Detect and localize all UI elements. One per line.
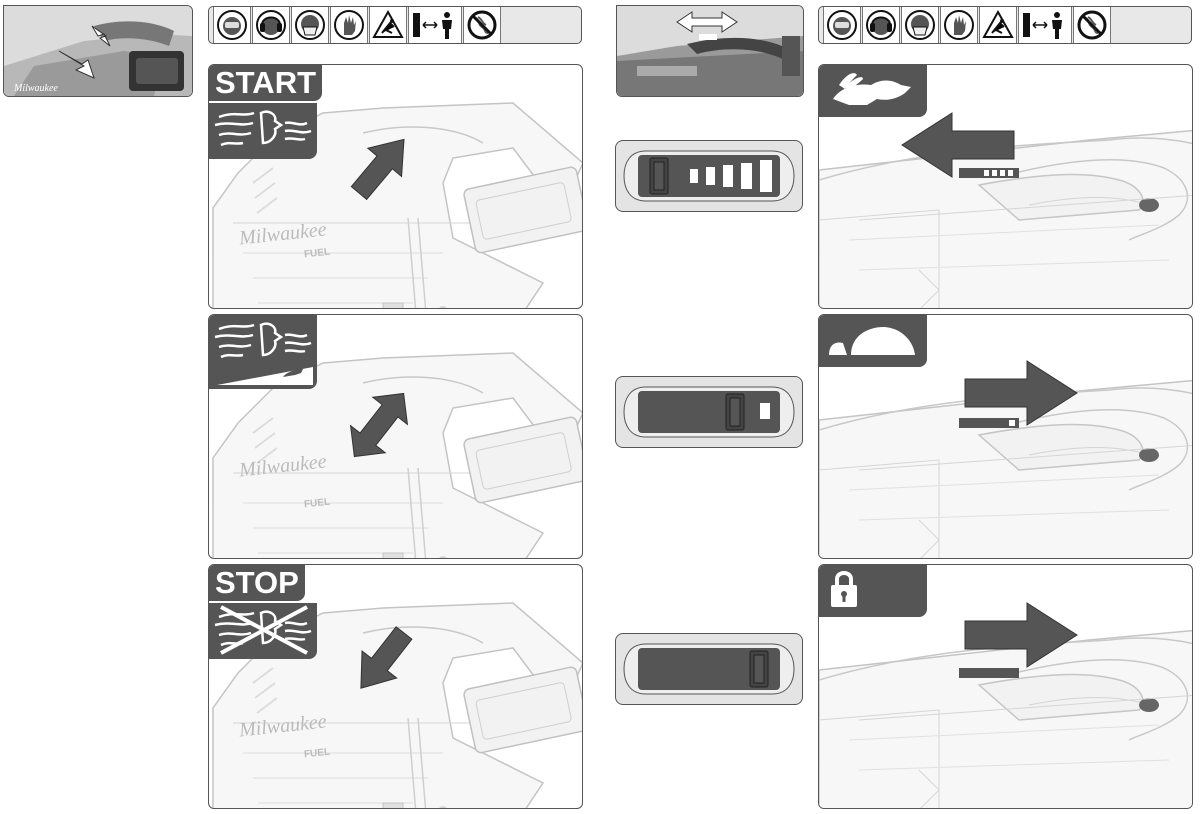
dust-mask-icon xyxy=(291,7,329,43)
low-speed-setting-panel xyxy=(818,314,1193,559)
ear-protection-icon xyxy=(252,7,290,43)
gloves-icon xyxy=(940,7,978,43)
high-speed-setting-panel xyxy=(818,64,1193,309)
stop-instruction-panel: STOP Milwaukee FUEL xyxy=(208,564,583,809)
gloves-icon xyxy=(330,7,368,43)
blowing-air-icon xyxy=(209,103,317,159)
no-loose-clothing-icon xyxy=(463,7,501,43)
ppe-icon-bar-right xyxy=(818,6,1192,44)
dust-mask-icon xyxy=(901,7,939,43)
no-loose-clothing-icon xyxy=(1073,7,1111,43)
fast-rabbit-icon xyxy=(819,65,927,117)
lock-icon xyxy=(819,565,927,617)
ppe-icon-bar-left xyxy=(208,6,582,44)
thumbnail-brand-text: Milwaukee xyxy=(13,83,58,94)
eye-protection-icon xyxy=(823,7,861,43)
slow-turtle-icon xyxy=(819,315,927,367)
switch-position-high-speed xyxy=(615,140,803,212)
flying-debris-warning-icon xyxy=(369,7,407,43)
no-blowing-air-icon xyxy=(209,603,317,659)
keep-bystanders-away-icon xyxy=(1018,7,1072,43)
variable-speed-panel: Milwaukee FUEL xyxy=(208,314,583,559)
switch-position-lock xyxy=(615,633,803,705)
speed-switch-thumbnail xyxy=(616,5,804,97)
tool-overview-thumbnail: Milwaukee xyxy=(3,5,193,97)
stop-label: STOP xyxy=(209,565,305,601)
blowing-speed-range-icon xyxy=(209,315,317,389)
start-label: START xyxy=(209,65,323,101)
eye-protection-icon xyxy=(213,7,251,43)
ear-protection-icon xyxy=(862,7,900,43)
switch-position-low-speed xyxy=(615,376,803,448)
lock-setting-panel xyxy=(818,564,1193,809)
keep-bystanders-away-icon xyxy=(408,7,462,43)
start-instruction-panel: START Milwaukee FUEL xyxy=(208,64,583,309)
flying-debris-warning-icon xyxy=(979,7,1017,43)
